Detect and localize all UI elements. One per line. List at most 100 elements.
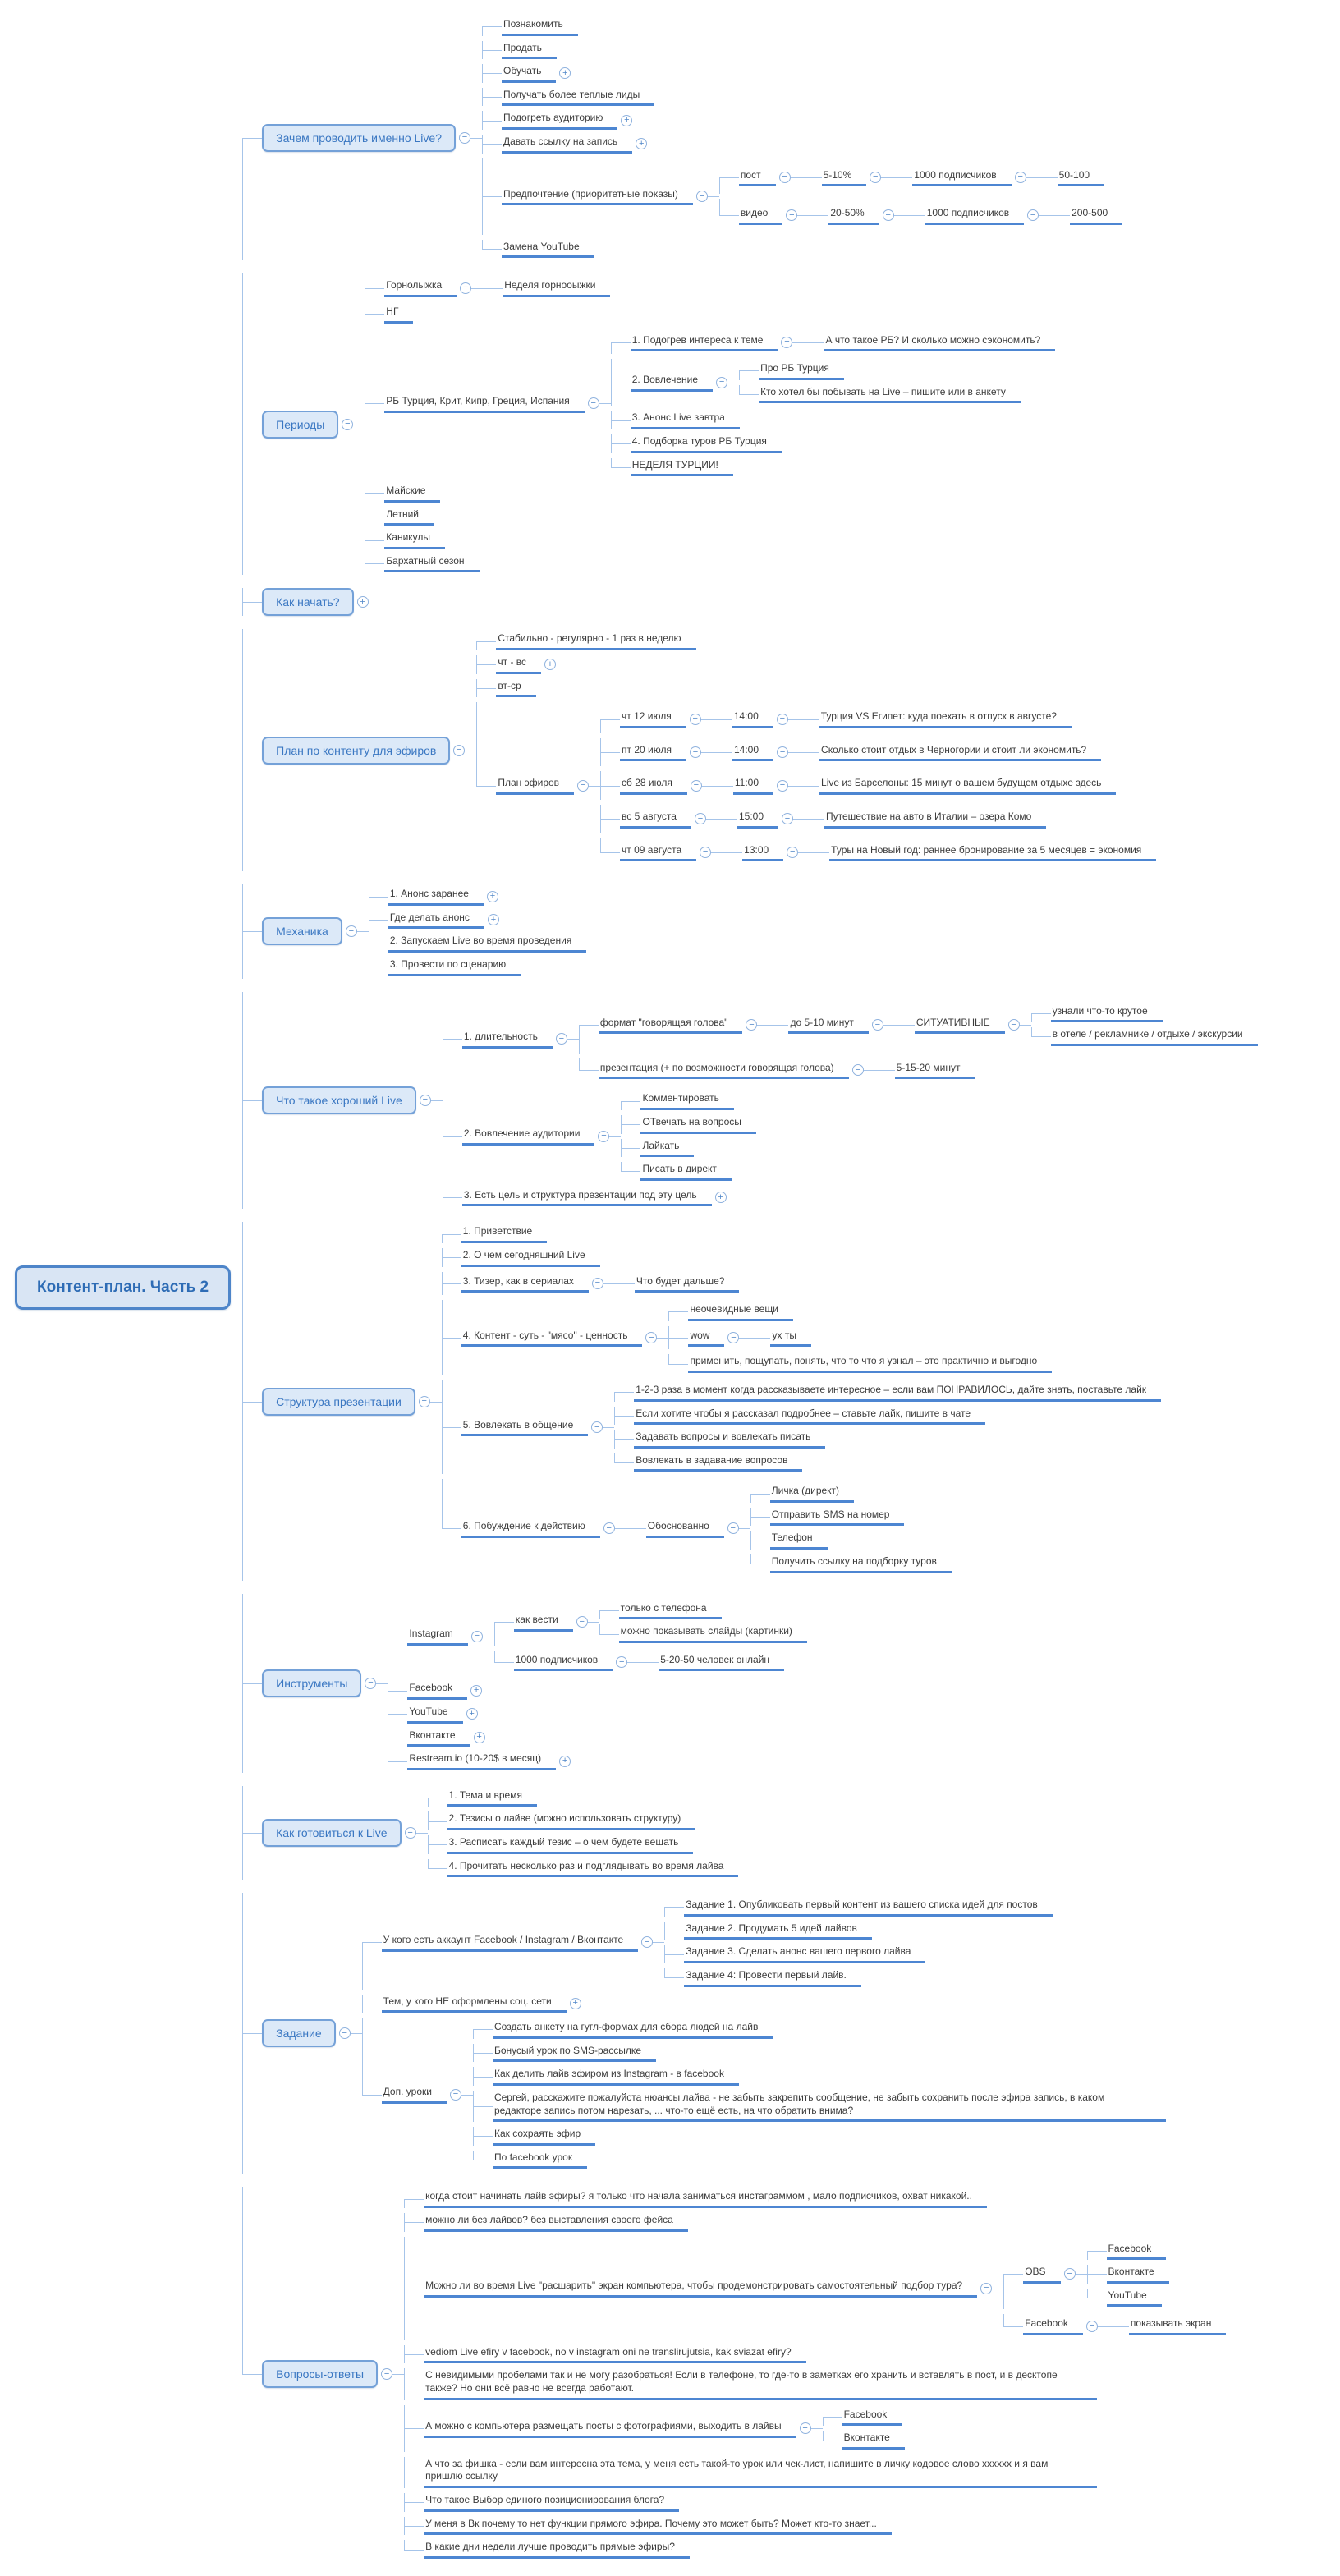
subtopic[interactable]: до 5-10 минут — [788, 1016, 869, 1035]
subtopic[interactable]: чт 09 августа — [620, 843, 697, 862]
main-topic[interactable]: План по контенту для эфиров — [262, 736, 451, 765]
subtopic[interactable]: Сергей, расскажите пожалуйста нюансы лай… — [492, 2091, 1166, 2123]
subtopic[interactable]: в отеле / рекламнике / отдыхе / экскурси… — [1050, 1027, 1258, 1046]
subtopic[interactable]: Бархатный сезон — [384, 554, 480, 573]
subtopic[interactable]: Facebook — [1106, 2242, 1167, 2261]
subtopic[interactable]: 5-15-20 минут — [894, 1061, 975, 1080]
subtopic[interactable]: Лайкать — [640, 1139, 695, 1158]
collapse-icon[interactable]: − — [786, 209, 798, 222]
collapse-icon[interactable]: − — [778, 171, 791, 183]
subtopic[interactable]: Замена YouTube — [502, 240, 594, 259]
collapse-icon[interactable]: − — [980, 2282, 993, 2294]
subtopic[interactable]: Тем, у кого НЕ оформлены соц. сети — [381, 1995, 567, 2014]
expand-icon[interactable]: + — [486, 890, 498, 902]
subtopic[interactable]: Отправить SMS на номер — [769, 1508, 905, 1527]
subtopic[interactable]: А что такое РБ? И сколько можно сэкономи… — [824, 333, 1056, 352]
main-topic[interactable]: Механика — [262, 917, 342, 946]
subtopic[interactable]: Instagram — [407, 1627, 468, 1646]
collapse-icon[interactable]: − — [1014, 171, 1026, 183]
expand-icon[interactable]: + — [559, 1755, 571, 1767]
collapse-icon[interactable]: − — [381, 2368, 393, 2381]
subtopic[interactable]: 11:00 — [732, 776, 774, 796]
subtopic[interactable]: чт - вс — [496, 655, 542, 674]
collapse-icon[interactable]: − — [777, 746, 789, 759]
expand-icon[interactable]: + — [569, 1997, 581, 2009]
subtopic[interactable]: 1. Анонс заранее — [388, 887, 484, 906]
main-topic[interactable]: Как готовиться к Live — [262, 1819, 402, 1847]
subtopic[interactable]: применить, пощупать, понять, что то что … — [688, 1354, 1053, 1373]
collapse-icon[interactable]: − — [555, 1033, 567, 1045]
subtopic[interactable]: OBS — [1023, 2265, 1061, 2284]
subtopic[interactable]: 2. Запускаем Live во время проведения — [388, 934, 587, 953]
collapse-icon[interactable]: − — [576, 1616, 588, 1628]
main-topic[interactable]: Зачем проводить именно Live? — [262, 123, 456, 152]
collapse-icon[interactable]: − — [1085, 2320, 1098, 2332]
collapse-icon[interactable]: − — [591, 1277, 603, 1289]
collapse-icon[interactable]: − — [787, 846, 799, 858]
collapse-icon[interactable]: − — [342, 418, 354, 430]
main-topic[interactable]: Что такое хороший Live — [262, 1086, 416, 1114]
subtopic[interactable]: Давать ссылку на запись — [502, 135, 633, 154]
collapse-icon[interactable]: − — [616, 1656, 628, 1669]
collapse-icon[interactable]: − — [591, 1421, 603, 1434]
subtopic[interactable]: Стабильно - регулярно - 1 раз в неделю — [496, 631, 696, 651]
collapse-icon[interactable]: − — [694, 813, 706, 825]
subtopic[interactable]: Летний — [384, 507, 434, 526]
subtopic[interactable]: 3. Расписать каждый тезис – о чем будете… — [447, 1835, 694, 1854]
subtopic[interactable]: 2. Вовлечение — [630, 373, 714, 393]
subtopic[interactable]: можно ли без лайвов? без выставления сво… — [424, 2213, 688, 2232]
subtopic[interactable]: 1000 подписчиков — [513, 1653, 613, 1672]
subtopic[interactable]: wow — [688, 1329, 725, 1348]
collapse-icon[interactable]: − — [746, 1019, 758, 1031]
subtopic[interactable]: Задание 1. Опубликовать первый контент и… — [684, 1898, 1053, 1917]
subtopic[interactable]: Обоснованно — [645, 1519, 724, 1538]
subtopic[interactable]: YouTube — [1106, 2289, 1162, 2307]
subtopic[interactable]: По facebook урок — [492, 2151, 588, 2170]
subtopic[interactable]: Задавать вопросы и вовлекать писать — [634, 1430, 826, 1449]
collapse-icon[interactable]: − — [641, 1936, 654, 1949]
subtopic[interactable]: сб 28 июля — [620, 776, 687, 796]
expand-icon[interactable]: + — [636, 138, 648, 150]
subtopic[interactable]: Личка (директ) — [769, 1484, 855, 1503]
subtopic[interactable]: НЕДЕЛЯ ТУРЦИИ! — [630, 458, 733, 477]
subtopic[interactable]: показывать экран — [1128, 2317, 1227, 2335]
collapse-icon[interactable]: − — [598, 1130, 610, 1142]
subtopic[interactable]: Доп. уроки — [381, 2085, 447, 2105]
expand-icon[interactable]: + — [621, 114, 633, 126]
subtopic[interactable]: План эфиров — [496, 776, 575, 796]
subtopic[interactable]: 5-10% — [821, 168, 867, 187]
subtopic[interactable]: узнали что-то крутое — [1050, 1004, 1163, 1023]
subtopic[interactable]: Кто хотел бы побывать на Live – пишите и… — [759, 385, 1021, 404]
subtopic[interactable]: Познакомить — [502, 17, 578, 36]
subtopic[interactable]: Facebook — [1023, 2317, 1083, 2335]
collapse-icon[interactable]: − — [1063, 2268, 1076, 2280]
subtopic[interactable]: пост — [738, 168, 776, 187]
subtopic[interactable]: Про РБ Турция — [759, 361, 844, 380]
subtopic[interactable]: 1-2-3 раза в момент когда рассказываете … — [634, 1383, 1162, 1402]
subtopic[interactable]: Путешествие на авто в Италии – озера Ком… — [824, 810, 1047, 829]
subtopic[interactable]: 14:00 — [732, 743, 774, 762]
subtopic[interactable]: Задание 4: Провести первый лайв. — [684, 1968, 861, 1987]
subtopic[interactable]: Live из Барселоны: 15 минут о вашем буду… — [819, 776, 1117, 796]
subtopic[interactable]: 1000 подписчиков — [912, 168, 1012, 187]
collapse-icon[interactable]: − — [449, 2088, 461, 2101]
subtopic[interactable]: Что такое Выбор единого позиционирования… — [424, 2493, 680, 2512]
expand-icon[interactable]: + — [470, 1684, 483, 1697]
subtopic[interactable]: Вконтакте — [842, 2431, 905, 2450]
collapse-icon[interactable]: − — [782, 813, 793, 825]
subtopic[interactable]: 4. Контент - суть - "мясо" - ценность — [461, 1329, 643, 1348]
subtopic[interactable]: Вконтакте — [1106, 2265, 1169, 2284]
main-topic[interactable]: Периоды — [262, 410, 339, 439]
main-topic[interactable]: Как начать? — [262, 588, 354, 617]
subtopic[interactable]: 3. Есть цель и структура презентации под… — [461, 1188, 712, 1207]
collapse-icon[interactable]: − — [695, 191, 708, 203]
subtopic[interactable]: 2. Вовлечение аудитории — [461, 1127, 595, 1146]
subtopic[interactable]: 3. Анонс Live завтра — [630, 411, 740, 429]
collapse-icon[interactable]: − — [603, 1522, 615, 1535]
subtopic[interactable]: Restream.io (10-20$ в месяц) — [407, 1752, 557, 1770]
subtopic[interactable]: 1. Приветствие — [461, 1224, 548, 1243]
subtopic[interactable]: 5. Вовлекать в общение — [461, 1418, 589, 1437]
expand-icon[interactable]: + — [487, 914, 499, 926]
subtopic[interactable]: вт-ср — [496, 679, 536, 698]
subtopic[interactable]: РБ Турция, Крит, Кипр, Греция, Испания — [384, 394, 585, 413]
